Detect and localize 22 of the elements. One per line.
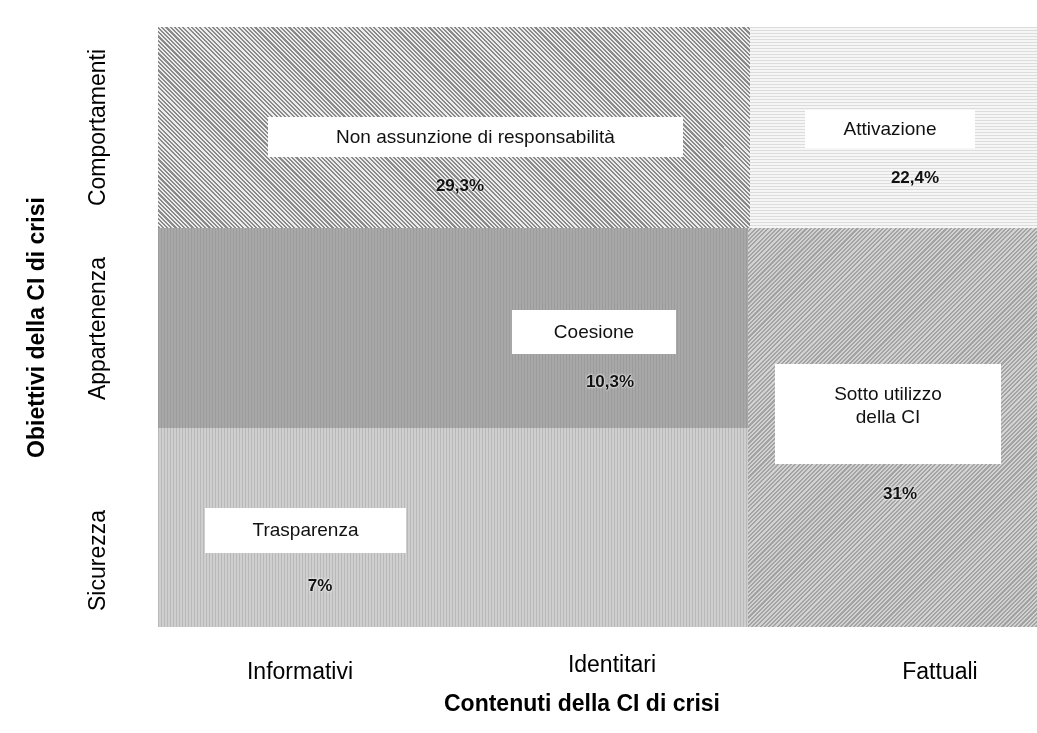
percentage-value: 31% (883, 484, 917, 504)
axis-title: Obiettivi della CI di crisi (22, 196, 50, 458)
axis-category-label: Sicurezza (83, 509, 111, 611)
axis-category-label: Identitari (567, 651, 657, 678)
category-label: Sotto utilizzo della CI (775, 364, 1001, 464)
category-label: Attivazione (805, 110, 975, 148)
axis-category-label: Fattuali (902, 658, 978, 685)
axis-category-label: Comportamenti (83, 48, 111, 206)
matrix-cell-area (158, 27, 750, 228)
axis-title: Contenuti della CI di crisi (444, 690, 720, 717)
matrix-cell-area (748, 228, 1037, 627)
percentage-value: 22,4% (890, 168, 940, 188)
matrix-cell-area (158, 428, 748, 627)
percentage-value: 10,3% (585, 372, 635, 392)
percentage-value: 7% (307, 576, 333, 596)
category-label: Non assunzione di responsabilità (268, 117, 683, 157)
category-label: Coesione (512, 310, 676, 354)
axis-category-label: Appartenenza (83, 256, 111, 400)
matrix-cell-area (158, 228, 748, 428)
axis-category-label: Informativi (246, 658, 354, 685)
matrix-cell-area (750, 27, 1037, 228)
category-label: Trasparenza (205, 508, 406, 553)
